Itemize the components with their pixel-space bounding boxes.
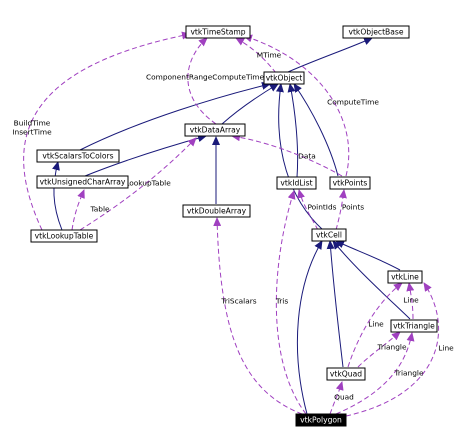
node-vtkunsignedchararray[interactable]: vtkUnsignedCharArray — [36, 175, 129, 189]
node-label: vtkObject — [266, 74, 303, 83]
edge-triangle-polygon — [335, 332, 415, 415]
label-quad: Quad — [334, 393, 354, 402]
node-vtkidlist[interactable]: vtkIdList — [276, 176, 317, 190]
edge-points — [335, 189, 347, 231]
node-label: vtkCell — [316, 231, 342, 240]
label-triangle-polygon: Triangle — [393, 369, 423, 378]
edge-line-to-cell — [335, 240, 401, 271]
label-computetime: ComputeTime — [327, 98, 379, 107]
edge-quad-to-cell — [326, 240, 344, 368]
node-vtkpolygon[interactable]: vtkPolygon — [295, 413, 347, 427]
edge-buildtime — [23, 31, 191, 231]
edge-tris — [275, 190, 307, 415]
node-vtktriangle[interactable]: vtkTriangle — [390, 319, 438, 333]
label-triscalars: TriScalars — [220, 297, 256, 306]
label-inserttime: InsertTime — [12, 128, 52, 137]
edge-componentrange — [187, 37, 217, 125]
node-vtkdataarray[interactable]: vtkDataArray — [184, 123, 246, 137]
member-edges — [23, 31, 439, 417]
edge-quad — [329, 381, 344, 415]
node-label: vtkPolygon — [300, 416, 342, 425]
label-lookuptable: LookupTable — [125, 179, 171, 188]
node-vtkscalarstocolors[interactable]: vtkScalarsToColors — [36, 149, 120, 163]
edge-polygon-to-cell — [296, 240, 323, 415]
edge-dataarray-to-object — [221, 83, 279, 125]
node-label: vtkDoubleArray — [187, 207, 247, 216]
node-label: vtkDataArray — [190, 126, 241, 135]
node-vtkdoublearray[interactable]: vtkDoubleArray — [182, 204, 251, 218]
node-vtkobjectbase[interactable]: vtkObjectBase — [342, 25, 410, 39]
edge-table — [71, 189, 85, 231]
edge-pointids — [297, 189, 319, 231]
edge-mtime — [235, 37, 277, 74]
node-label: vtkPoints — [333, 179, 368, 188]
edge-points-to-object — [293, 83, 339, 177]
node-label: vtkLookupTable — [35, 232, 94, 241]
edge-triangle-to-cell — [332, 240, 411, 320]
node-vtkquad[interactable]: vtkQuad — [326, 367, 366, 381]
label-data: Data — [298, 152, 316, 161]
edge-triangle-quad — [357, 331, 401, 368]
node-vtkobject[interactable]: vtkObject — [263, 71, 305, 85]
edge-object-to-objectbase — [287, 37, 373, 73]
label-mtime: MTime — [257, 51, 282, 60]
node-vtkpoints[interactable]: vtkPoints — [329, 176, 371, 190]
label-line-polygon: Line — [438, 344, 454, 353]
label-points: Points — [342, 203, 364, 212]
edge-lookuptable-to-scalarstocolors — [52, 161, 63, 231]
node-label: vtkLine — [391, 273, 419, 282]
node-label: vtkQuad — [330, 370, 362, 379]
label-line-quad: Line — [368, 320, 384, 329]
inheritance-edges — [52, 37, 411, 415]
edge-line-polygon — [345, 282, 439, 417]
node-label: vtkTimeStamp — [190, 28, 245, 37]
node-label: vtkScalarsToColors — [42, 152, 113, 161]
edge-scalarstocolors-to-object — [79, 81, 271, 151]
label-pointids: PointIds — [307, 203, 336, 212]
node-label: vtkTriangle — [393, 322, 435, 331]
edge-lookuptable — [79, 137, 197, 231]
node-vtklookuptable[interactable]: vtkLookupTable — [30, 229, 98, 243]
edge-labels: MTime ComponentRangeComputeTime ComputeT… — [12, 51, 454, 402]
edge-computetime — [243, 34, 350, 177]
edge-triscalars — [213, 217, 303, 415]
node-label: vtkIdList — [280, 179, 312, 188]
node-label: vtkObjectBase — [348, 28, 403, 37]
edge-data — [231, 133, 343, 177]
edge-line-triangle — [406, 282, 415, 320]
label-tris: Tris — [275, 297, 289, 306]
nodes: vtkTimeStamp vtkObjectBase vtkObject vtk… — [30, 25, 438, 427]
node-vtktimestamp[interactable]: vtkTimeStamp — [185, 25, 251, 39]
label-componentrange: ComponentRangeComputeTime — [146, 73, 265, 82]
label-buildtime: BuildTime — [14, 119, 51, 128]
node-vtkcell[interactable]: vtkCell — [311, 228, 347, 242]
node-vtkline[interactable]: vtkLine — [387, 270, 423, 284]
node-label: vtkUnsignedCharArray — [40, 178, 126, 187]
label-table: Table — [89, 205, 110, 214]
edge-idlist-to-object — [287, 83, 299, 178]
edge-line-quad — [347, 282, 403, 368]
label-triangle-quad: Triangle — [376, 343, 406, 352]
label-line-triangle: Line — [403, 296, 419, 305]
